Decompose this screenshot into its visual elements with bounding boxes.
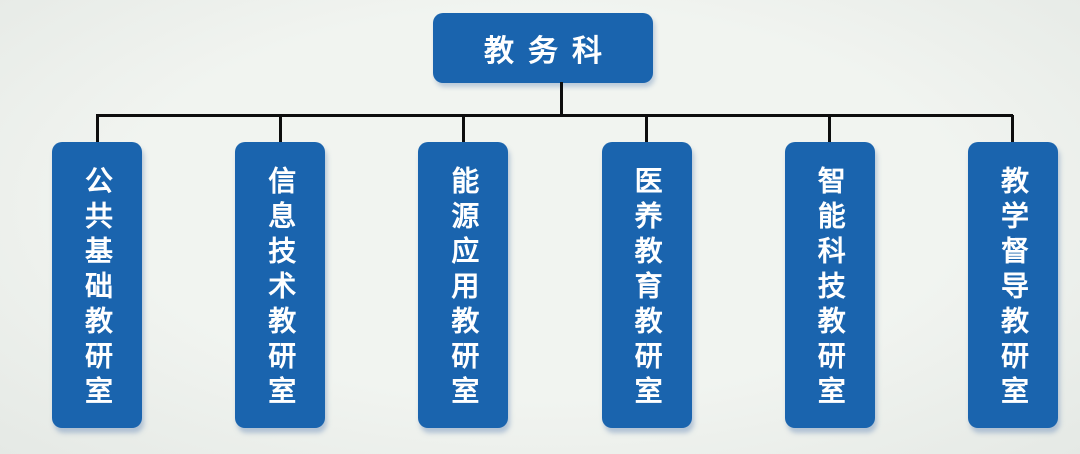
dept-node-5: 智能科技教研室 — [784, 115, 875, 428]
connector-drop-4 — [645, 115, 649, 142]
connector-drop-3 — [461, 115, 465, 142]
dept-node-1-label: 公共基础教研室 — [81, 166, 114, 411]
connector-drop-5 — [828, 115, 832, 142]
dept-node-6: 教学督导教研室 — [967, 115, 1058, 428]
departments-row: 公共基础教研室 信息技术教研室 能源应用教研室 医养教育教研室 智能科技教研室 … — [52, 115, 1058, 428]
dept-node-2: 信息技术教研室 — [235, 115, 326, 428]
dept-node-4: 医养教育教研室 — [601, 115, 692, 428]
connector-stem — [560, 82, 563, 117]
connector-drop-6 — [1011, 115, 1015, 142]
dept-node-1: 公共基础教研室 — [52, 115, 142, 428]
dept-node-2-label: 信息技术教研室 — [264, 166, 298, 411]
dept-node-6-label: 教学督导教研室 — [996, 166, 1030, 411]
dept-node-3-label: 能源应用教研室 — [447, 166, 481, 411]
connector-drop-1 — [95, 115, 99, 142]
dept-node-4-label: 医养教育教研室 — [630, 166, 664, 411]
root-node: 教务科 — [433, 13, 653, 83]
connector-drop-2 — [278, 115, 282, 142]
dept-node-5-label: 智能科技教研室 — [813, 166, 847, 411]
connector-horizontal — [96, 114, 1013, 117]
root-node-label: 教务科 — [484, 34, 616, 69]
dept-node-3: 能源应用教研室 — [418, 115, 509, 428]
